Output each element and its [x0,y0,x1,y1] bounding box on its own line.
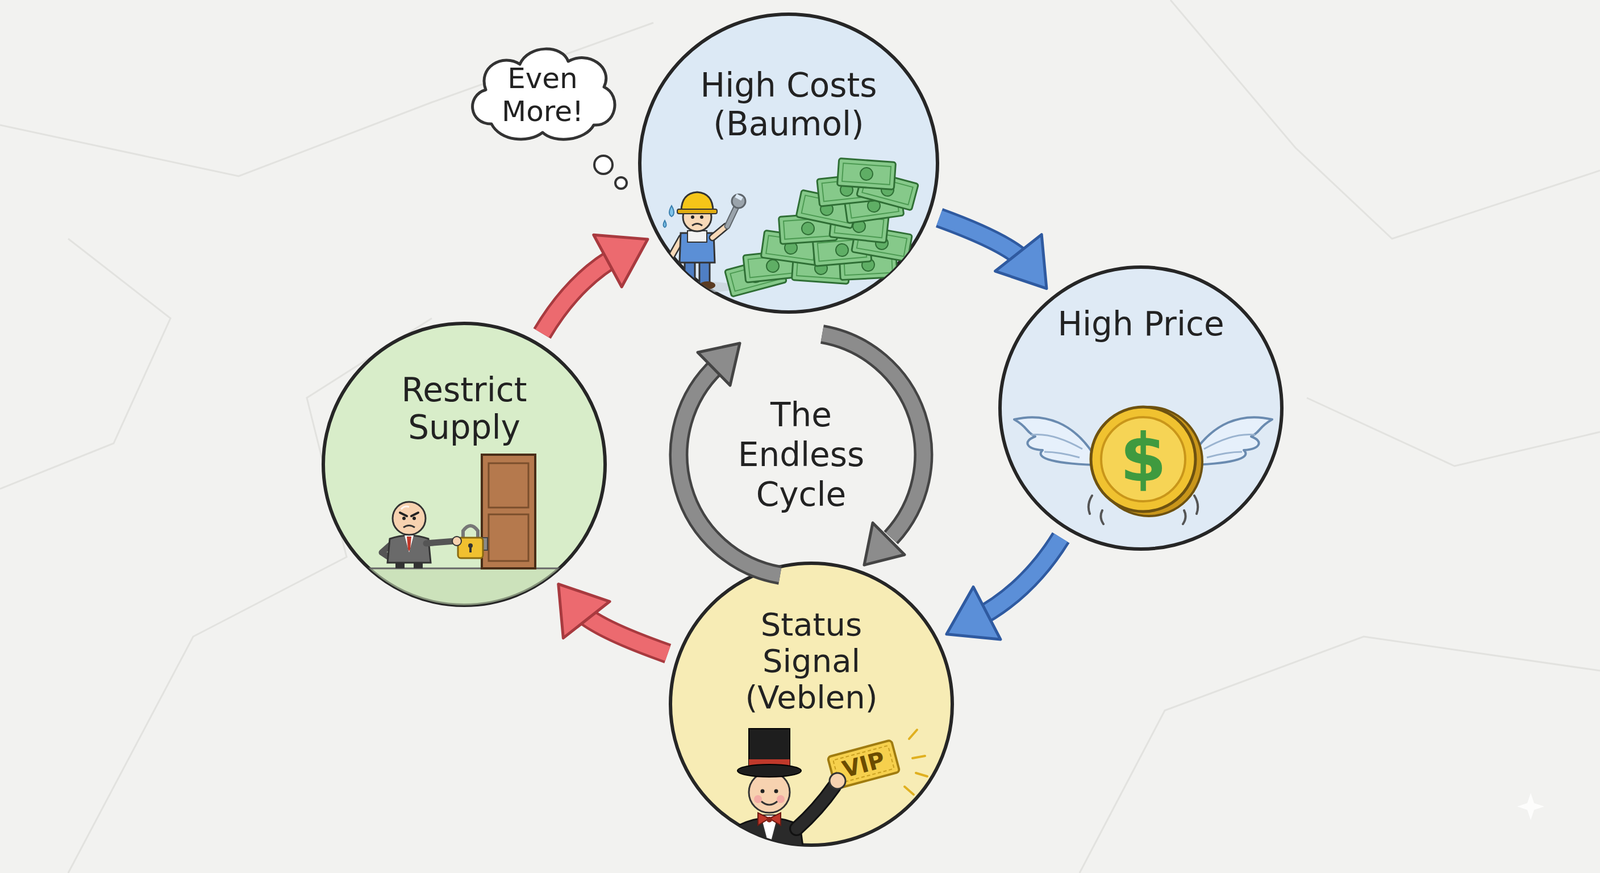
cycle-arrows [678,334,924,575]
gatekeeper-figure-part [412,516,416,520]
dollar-sign-holder: $ [1097,421,1189,495]
gatekeeper-figure-part [469,546,472,553]
thought-bubble: Even More! [457,38,628,150]
rich-man-figure-part [737,764,802,777]
arrow-body [542,253,620,334]
gatekeeper-figure-part [426,540,455,544]
cycle-arrow [542,234,648,333]
arrow-head [995,234,1047,289]
cycle-arrow [946,537,1061,640]
cycle-arrow [939,217,1047,289]
worker-figure-part [700,215,704,219]
paper-ground-part [1517,792,1545,820]
worker-figure-part [663,220,667,228]
rich-man-figure-part [766,816,773,823]
arrow-body [974,537,1061,620]
text-holder: High Price [1021,304,1261,344]
arrow-outline [974,537,1061,620]
paper-ground-part-part [1079,636,1600,873]
supply-circle-outline [321,321,608,608]
rich-man-figure-part [761,801,778,805]
arrow-head [946,586,1001,640]
gatekeeper-figure-part [387,535,431,563]
rich-man-figure-part [776,794,785,803]
status-circle: Status Signal (Veblen) [668,560,955,848]
circle-outline [1000,267,1282,549]
circle-outline [323,323,606,606]
cycle-caption-holder: The Endless Cycle [710,394,893,515]
bubble-tail-part [615,177,627,189]
worker-figure-part [679,281,696,290]
gatekeeper-figure-part [403,525,415,528]
circle-outline [639,14,938,312]
rich-man-figure-part [748,771,790,813]
bubble-tail [594,155,627,189]
worker-figure-part [692,223,703,227]
rich-man-figure-part [748,728,790,770]
node-label: Status Signal (Veblen) [709,606,914,716]
text-holder: Restrict Supply [361,371,567,447]
rich-man-figure-part [753,794,762,803]
money-pile-part [836,158,896,190]
circle-outline [670,563,953,845]
arrow-head [558,584,610,639]
rich-man-figure-part [757,812,781,825]
node-label: High Price [1021,304,1261,344]
text-holder: High Costs (Baumol) [669,65,908,144]
paper-ground-part-part [0,238,171,489]
gatekeeper-figure-part [488,514,529,561]
ticket-text: VIP [830,743,898,786]
gatekeeper-figure-part [481,454,536,569]
rich-man-figure-part [760,789,765,794]
gatekeeper-figure-part [488,463,529,508]
cycle-arrows-part [697,343,740,386]
winged-coin-part [1090,406,1196,512]
worker-figure-part [687,230,707,243]
paper-ground-part-part [1170,0,1600,239]
paper-ground-part-part [0,22,654,177]
gatekeeper-figure-part [392,501,426,535]
gatekeeper-figure-part [401,506,410,510]
cycle-caption: The Endless Cycle [710,394,893,515]
gatekeeper-figure-part [318,567,614,570]
text-holder: Status Signal (Veblen) [709,606,914,716]
worker-figure-part [731,194,746,208]
ticket-text-holder: VIP [830,743,898,786]
gatekeeper-figure-part [402,516,406,520]
worker-figure-part [677,209,718,214]
node-label: Restrict Supply [361,371,567,447]
cost-circle-outline [637,11,940,315]
gatekeeper-figure-part [452,536,462,546]
gatekeeper-figure-part [404,535,414,553]
worker-figure-part [735,195,743,199]
rich-man-figure-part [774,789,779,794]
gatekeeper-figure-part [406,536,412,552]
worker-figure-part [690,215,695,219]
price-circle: High Price [997,264,1285,552]
arrow-outline [542,253,620,334]
cloud-outline [472,48,615,140]
arrow-head [593,234,648,287]
supply-circle: Restrict Supply [321,321,608,608]
cycle-arrows-part [864,522,905,565]
bubble-tail-part [594,155,613,174]
text-holder: Even More! [480,61,606,128]
node-label: High Costs (Baumol) [669,65,908,144]
node-label: Even More! [480,61,606,128]
dollar-sign: $ [1097,421,1189,495]
cost-circle: High Costs (Baumol) [637,11,940,315]
cycle-arrow [558,584,669,654]
paper-ground-part-part [1306,397,1600,466]
gatekeeper-figure-part [400,512,419,516]
